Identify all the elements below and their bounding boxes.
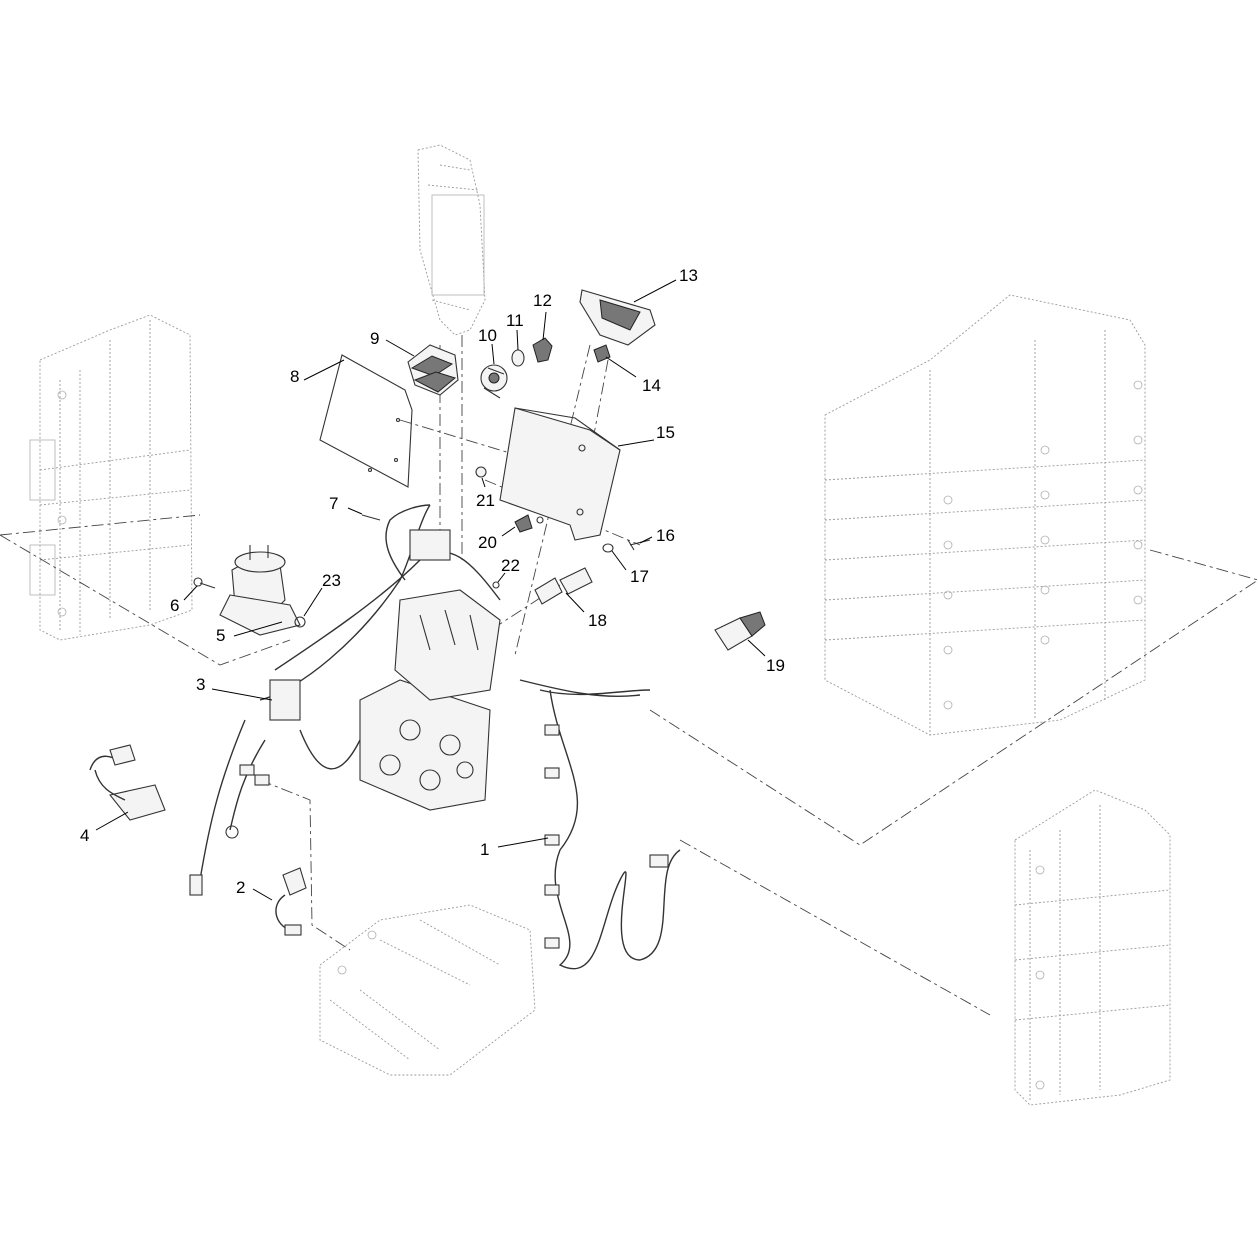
leader-lines (95, 279, 766, 901)
callout-13: 13 (679, 266, 698, 285)
rocker-switch (407, 344, 459, 396)
ghost-bottom-controller (319, 904, 536, 1076)
screw-7 (361, 514, 381, 521)
controller-terminals (239, 764, 270, 786)
callout-22: 22 (501, 556, 520, 575)
nut-23 (294, 616, 306, 628)
callout-15: 15 (656, 423, 675, 442)
connector-19 (714, 611, 766, 651)
callout-3: 3 (196, 675, 205, 694)
washer-small (602, 543, 614, 553)
callout-20: 20 (478, 533, 497, 552)
display-housing (579, 289, 656, 346)
connector-2 (275, 867, 307, 936)
battery-cable-harness (539, 689, 681, 970)
callout-7: 7 (329, 494, 338, 513)
ghost-left-battery (29, 314, 193, 641)
solenoid (219, 545, 301, 636)
callout-6: 6 (170, 596, 179, 615)
callout-12: 12 (533, 291, 552, 310)
washer (511, 349, 525, 367)
callout-8: 8 (290, 367, 299, 386)
ghost-right-bottom-battery (1014, 789, 1171, 1106)
clip (514, 514, 533, 533)
callout-labels: 1 2 3 4 5 6 7 8 9 10 11 12 13 14 15 16 1… (80, 266, 785, 897)
callout-4: 4 (80, 826, 89, 845)
mounting-bracket (499, 407, 621, 541)
ghost-top-column (417, 144, 486, 336)
grommet (593, 344, 611, 363)
cover-plate (319, 354, 413, 488)
callout-19: 19 (766, 656, 785, 675)
callout-9: 9 (370, 329, 379, 348)
key-switch (480, 364, 508, 399)
callout-10: 10 (478, 326, 497, 345)
callout-2: 2 (236, 878, 245, 897)
key (532, 337, 553, 363)
ghost-right-battery-stack (824, 294, 1146, 736)
alignment-lines (0, 335, 1258, 1016)
sensor-harness (89, 744, 166, 821)
fuse-block (394, 589, 501, 701)
callout-1: 1 (480, 840, 489, 859)
callout-21: 21 (476, 491, 495, 510)
small-nut (492, 581, 500, 589)
callout-17: 17 (630, 567, 649, 586)
motor-controller (359, 679, 491, 811)
callout-23: 23 (322, 571, 341, 590)
bolt (199, 582, 216, 589)
callout-5: 5 (216, 626, 225, 645)
main-wire-harness (189, 504, 641, 896)
callout-16: 16 (656, 526, 675, 545)
nut (475, 466, 487, 478)
callout-11: 11 (506, 311, 524, 330)
callout-14: 14 (642, 376, 661, 395)
connector-18 (534, 567, 593, 605)
callout-18: 18 (588, 611, 607, 630)
